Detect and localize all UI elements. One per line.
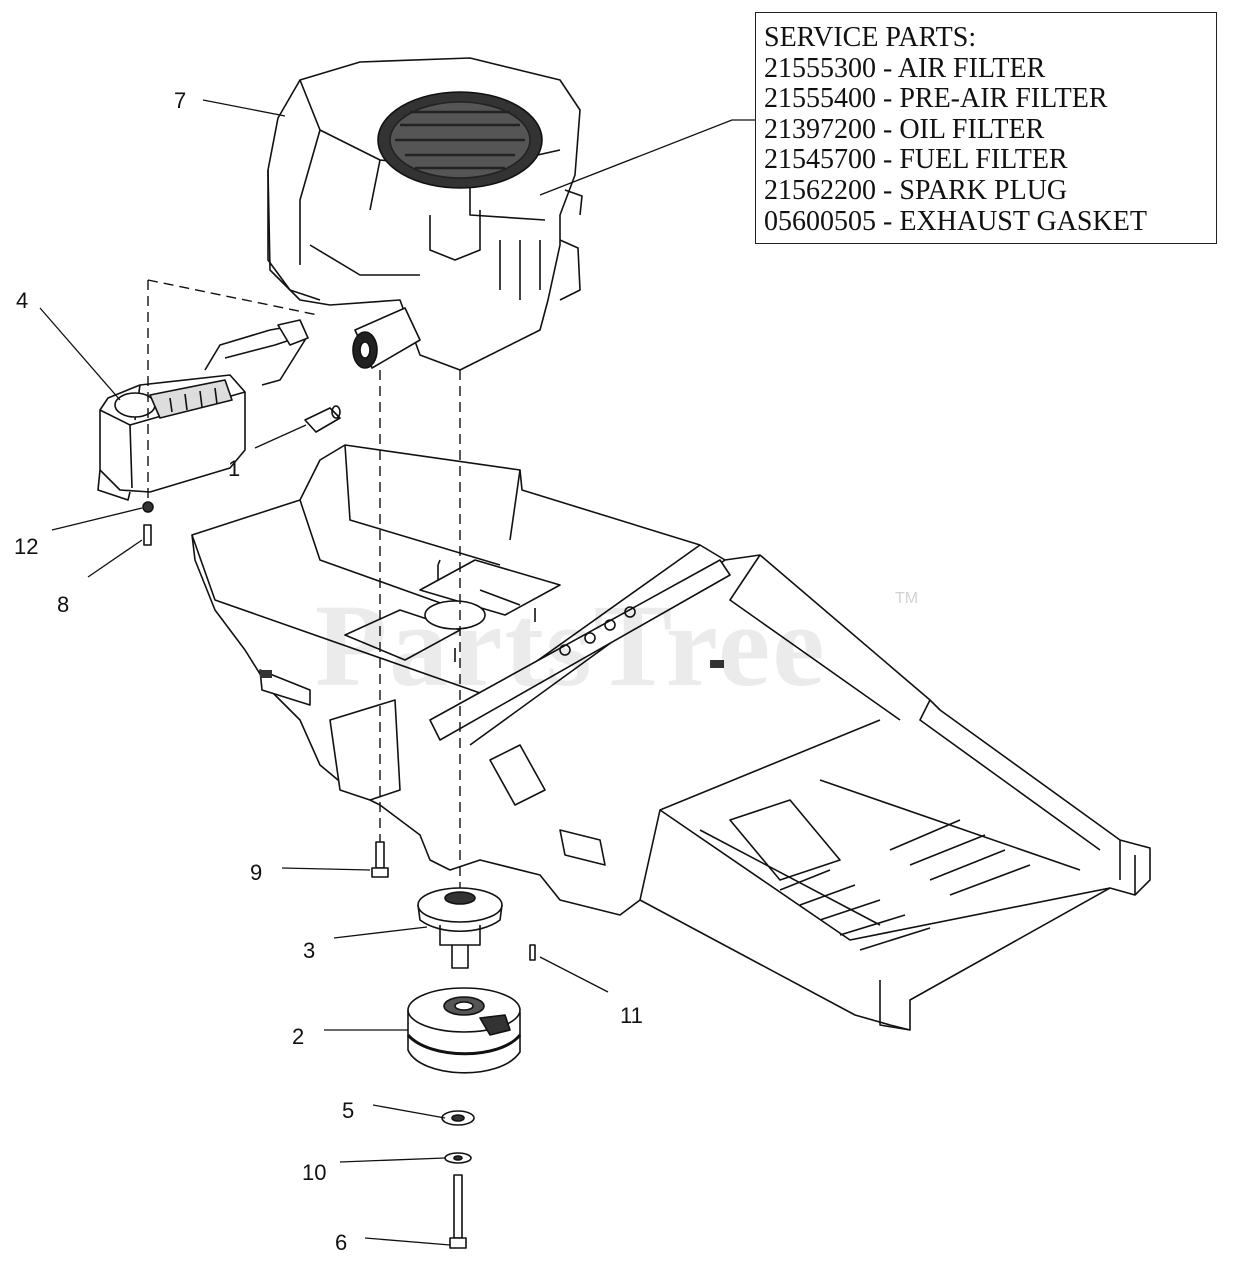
service-parts-box: SERVICE PARTS: 21555300 - AIR FILTER 215… (755, 12, 1217, 244)
part-1-fitting (304, 405, 341, 433)
callout-12: 12 (14, 534, 39, 559)
washer-part-5 (441, 1110, 475, 1126)
callout-7: 7 (174, 88, 187, 113)
pulley-part-3 (417, 887, 503, 969)
service-parts-heading: SERVICE PARTS: (764, 22, 977, 53)
washer-part-10 (444, 1152, 472, 1164)
trademark-mark: TM (895, 590, 919, 607)
service-part-fuel-filter: 21545700 - FUEL FILTER (764, 144, 1068, 176)
callout-6: 6 (335, 1230, 348, 1255)
callout-1: 1 (228, 456, 241, 481)
bolt-part-9 (371, 841, 389, 878)
service-part-oil-filter: 21397200 - OIL FILTER (764, 113, 1045, 145)
pin-part-11 (529, 944, 536, 961)
engine-part-7 (267, 57, 583, 371)
service-part-exhaust-gasket: 05600505 - EXHAUST GASKET (764, 205, 1147, 237)
muffler-part-4 (97, 319, 309, 501)
leader-lines (39, 99, 755, 1246)
callout-11: 11 (620, 1003, 643, 1028)
watermark: PartsTree (315, 580, 827, 711)
callout-10: 10 (302, 1160, 327, 1185)
callout-4: 4 (16, 288, 29, 313)
callout-8: 8 (57, 592, 70, 617)
oil-filter (352, 307, 421, 369)
callout-3: 3 (303, 938, 316, 963)
nut-part-12 (142, 501, 154, 513)
callout-2: 2 (292, 1024, 305, 1049)
mower-frame (191, 444, 1151, 1031)
assembly-guide-lines (147, 279, 461, 890)
bolt-part-8 (143, 524, 152, 546)
bolt-part-6 (449, 1174, 467, 1249)
clutch-part-2 (406, 987, 522, 1074)
callout-5: 5 (342, 1098, 355, 1123)
service-part-air-filter: 21555300 - AIR FILTER (764, 52, 1046, 84)
service-part-pre-air-filter: 21555400 - PRE-AIR FILTER (764, 83, 1108, 115)
service-part-spark-plug: 21562200 - SPARK PLUG (764, 174, 1068, 206)
callout-9: 9 (250, 860, 263, 885)
